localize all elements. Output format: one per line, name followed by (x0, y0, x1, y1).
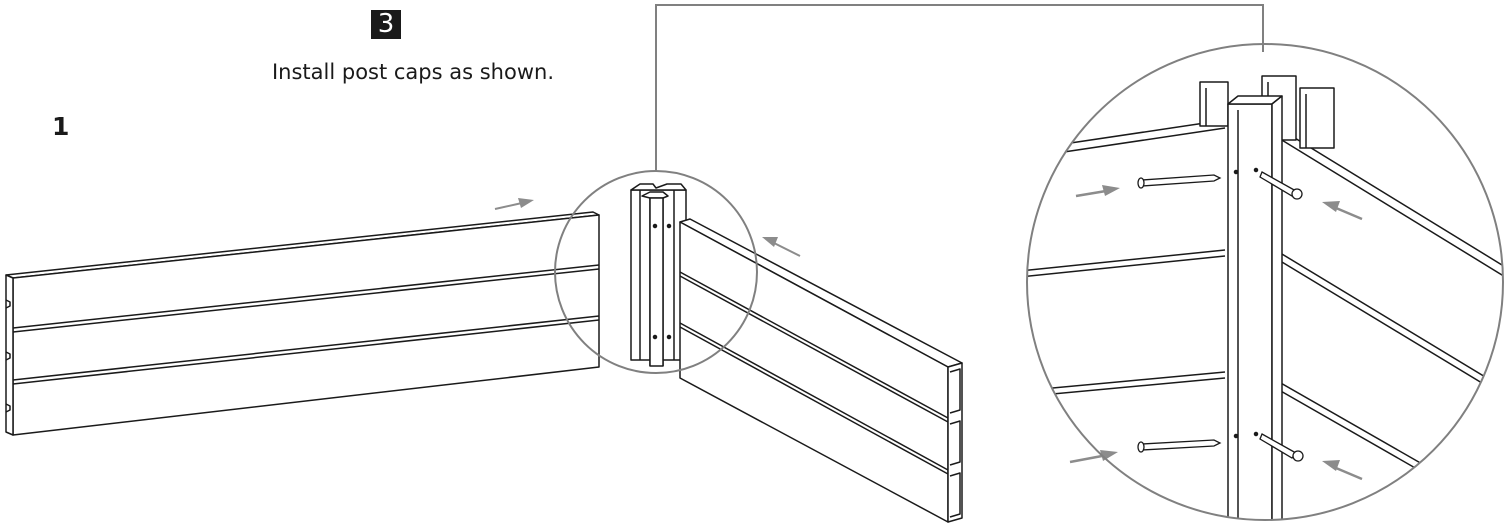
board-seam (12, 315, 600, 381)
step-instruction: Install post caps as shown. (271, 60, 554, 84)
direction-arrow-icon (494, 198, 534, 210)
direction-arrow-icon (1322, 201, 1363, 221)
direction-arrow-icon (1075, 185, 1120, 198)
sub-step-label: 1 (52, 112, 70, 141)
callout-leader (655, 4, 1264, 172)
left-fence-panel (5, 211, 600, 436)
corner-post (630, 183, 687, 367)
screw-icon (1137, 439, 1222, 453)
direction-arrow-icon (1322, 460, 1363, 481)
step-number-badge: 3 (371, 10, 401, 39)
screw-icon (1259, 171, 1303, 200)
direction-arrow-icon (1069, 450, 1118, 464)
right-fence-panel (679, 218, 963, 523)
board-seam (12, 268, 600, 333)
board-seam (12, 264, 600, 329)
zoom-detail (1027, 75, 1503, 520)
screw-icon (1137, 174, 1222, 189)
direction-arrow-icon (762, 237, 801, 257)
board-seam (12, 319, 600, 385)
screw-icon (1259, 433, 1304, 462)
magnifier-circle-icon (1026, 43, 1504, 521)
detail-circle (554, 170, 758, 374)
